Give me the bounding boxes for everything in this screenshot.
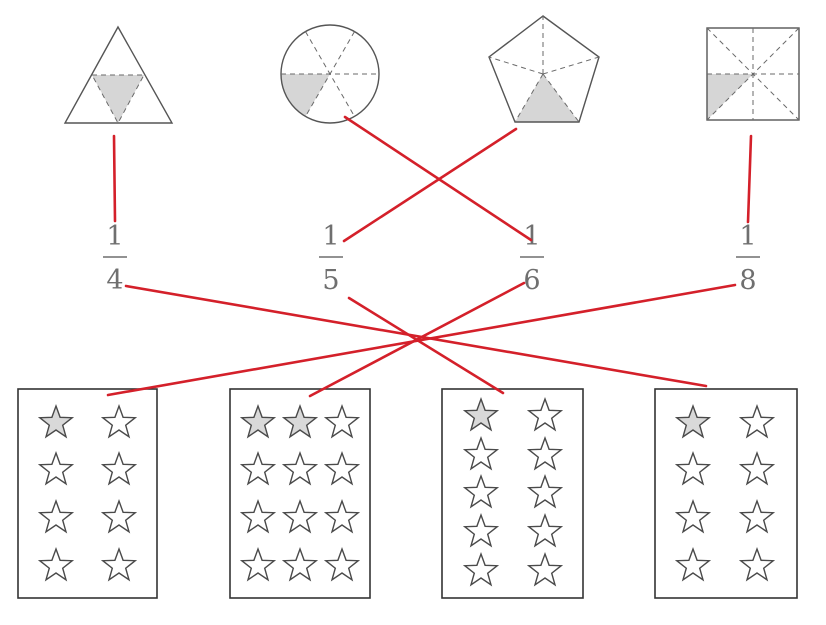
star-icon	[239, 546, 277, 582]
star-icon	[462, 396, 500, 432]
star-box-4[interactable]	[654, 388, 798, 599]
match-line-quarter-to-box-4	[124, 284, 708, 388]
fraction-numerator: 1	[322, 221, 339, 252]
star-icon	[738, 498, 776, 534]
match-line-pentagon-to-fifth	[342, 127, 518, 243]
star-icon	[526, 435, 564, 471]
fraction-1-4[interactable]: 1 4	[103, 221, 127, 296]
pentagon-shape	[488, 15, 600, 123]
star-icon	[323, 498, 361, 534]
star-icon	[281, 498, 319, 534]
triangle-shaded-part	[92, 75, 144, 123]
triangle-shape	[63, 25, 174, 125]
pentagon-shaded-part	[515, 74, 579, 122]
star-icon	[526, 512, 564, 548]
fraction-numerator: 1	[739, 221, 756, 252]
star-icon	[239, 403, 277, 439]
match-line-triangle-to-quarter	[112, 134, 117, 223]
match-line-fifth-to-box-3	[347, 296, 505, 395]
star-icon	[37, 403, 75, 439]
star-icon	[462, 551, 500, 587]
star-box-1[interactable]	[17, 388, 158, 599]
star-icon	[100, 546, 138, 582]
fraction-numerator: 1	[523, 221, 540, 252]
star-icon	[738, 403, 776, 439]
fraction-numerator: 1	[106, 221, 123, 252]
star-box-3[interactable]	[441, 388, 584, 599]
star-icon	[526, 473, 564, 509]
star-box-2[interactable]	[229, 388, 371, 599]
star-icon	[323, 546, 361, 582]
fraction-denominator: 6	[523, 265, 540, 296]
star-icon	[738, 450, 776, 486]
star-icon	[323, 450, 361, 486]
fraction-1-6[interactable]: 1 6	[520, 221, 544, 296]
star-icon	[462, 473, 500, 509]
circle-shape	[280, 24, 380, 124]
star-icon	[526, 396, 564, 432]
star-icon	[674, 450, 712, 486]
match-line-eighth-to-box-1	[106, 283, 737, 397]
star-icon	[100, 498, 138, 534]
star-icon	[37, 450, 75, 486]
star-icon	[239, 498, 277, 534]
fraction-1-8[interactable]: 1 8	[736, 221, 760, 296]
circle-shaded-part	[281, 74, 330, 117]
star-icon	[323, 403, 361, 439]
fraction-1-5[interactable]: 1 5	[319, 221, 343, 296]
star-icon	[462, 512, 500, 548]
star-icon	[674, 546, 712, 582]
star-icon	[281, 450, 319, 486]
square-shape	[706, 27, 800, 121]
star-icon	[526, 551, 564, 587]
stars-layer	[37, 396, 776, 587]
fraction-denominator: 8	[739, 265, 756, 296]
star-icon	[239, 450, 277, 486]
star-icon	[100, 403, 138, 439]
match-line-square-to-eighth	[746, 134, 753, 224]
star-icon	[738, 546, 776, 582]
star-icon	[674, 403, 712, 439]
star-icon	[100, 450, 138, 486]
star-icon	[281, 546, 319, 582]
star-icon	[674, 498, 712, 534]
star-icon	[37, 498, 75, 534]
fraction-denominator: 4	[106, 265, 123, 296]
fraction-denominator: 5	[322, 265, 339, 296]
star-icon	[462, 435, 500, 471]
star-icon	[281, 403, 319, 439]
star-icon	[37, 546, 75, 582]
